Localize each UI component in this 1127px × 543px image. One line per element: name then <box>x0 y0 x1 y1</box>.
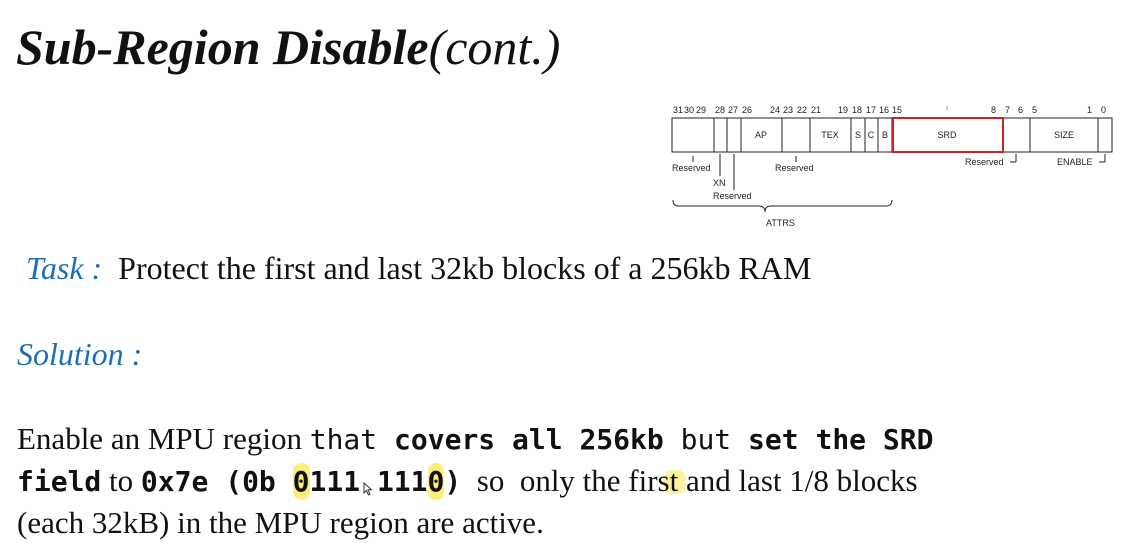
field-b: B <box>882 130 888 140</box>
field-ap: AP <box>755 130 767 140</box>
label-reserved-mid: Reserved <box>775 163 814 173</box>
solution-paragraph: Enable an MPU region that covers all 256… <box>17 418 1117 543</box>
bit-15: 15 <box>892 105 902 115</box>
mpu-rasr-register-diagram: 31 30 29 28 27 26 24 23 22 21 19 18 17 1… <box>660 98 1120 233</box>
task-label: Task : <box>26 250 103 286</box>
bit-0: 0 <box>1101 105 1106 115</box>
solution-label: Solution : <box>17 336 143 372</box>
bit-6: 6 <box>1018 105 1023 115</box>
bit-28: 28 <box>715 105 725 115</box>
field-srd: SRD <box>937 130 957 140</box>
field-size: SIZE <box>1054 130 1074 140</box>
bit-16: 16 <box>879 105 889 115</box>
bit-27: 27 <box>728 105 738 115</box>
bit-1: 1 <box>1087 105 1092 115</box>
text-segment: Enable an MPU region <box>17 421 310 456</box>
label-enable: ENABLE <box>1057 157 1093 167</box>
text-segment: covers all 256kb <box>394 423 664 456</box>
bit-26: 26 <box>742 105 752 115</box>
highlighted-bit: 0 <box>292 463 310 500</box>
task-text: Protect the first and last 32kb blocks o… <box>118 250 812 286</box>
bit-18: 18 <box>852 105 862 115</box>
field-s: S <box>855 130 861 140</box>
title-main: Sub-Region Disable <box>16 19 429 75</box>
paragraph-line-1: Enable an MPU region that covers all 256… <box>17 418 1117 460</box>
page-title: Sub-Region Disable(cont.) <box>16 18 560 76</box>
text-segment: 0x7e <box>140 465 209 498</box>
bit-7: 7 <box>1005 105 1010 115</box>
text-segment: ( <box>208 465 243 498</box>
label-reserved-left: Reserved <box>672 163 711 173</box>
bit-31: 31 <box>673 105 683 115</box>
bit-22: 22 <box>797 105 807 115</box>
bit-5: 5 <box>1032 105 1037 115</box>
bit-8: 8 <box>991 105 996 115</box>
task-line: Task : Protect the first and last 32kb b… <box>26 250 811 287</box>
yellow-highlight-mark <box>664 470 686 494</box>
bit-21: 21 <box>811 105 821 115</box>
label-reserved-right: Reserved <box>965 157 1004 167</box>
field-tex: TEX <box>821 130 839 140</box>
bit-30: 30 <box>684 105 694 115</box>
label-xn: XN <box>713 178 726 188</box>
text-segment: set the SRD <box>748 423 934 456</box>
text-segment: that <box>309 423 395 456</box>
bit-19: 19 <box>838 105 848 115</box>
paragraph-line-3: (each 32kB) in the MPU region are active… <box>17 505 544 540</box>
label-attrs: ATTRS <box>766 218 795 228</box>
label-reserved-xn: Reserved <box>713 191 752 201</box>
title-suffix: (cont.) <box>428 19 561 75</box>
mouse-cursor-icon <box>363 482 373 496</box>
highlighted-bit: 0 <box>427 463 445 500</box>
paragraph-line-2: field to 0x7e (0b 0111 1110) so only the… <box>17 460 1117 502</box>
field-c: C <box>868 130 875 140</box>
text-segment: field <box>17 465 102 498</box>
text-segment: ) <box>444 465 462 498</box>
text-segment: but <box>663 423 749 456</box>
srd-field-highlight <box>892 117 1004 153</box>
text-segment: 0b <box>242 465 293 498</box>
text-segment: to <box>101 463 141 498</box>
text-segment: so only the first and last 1/8 blocks <box>461 463 918 498</box>
bit-17: 17 <box>866 105 876 115</box>
bit-24: 24 <box>770 105 780 115</box>
bit-23: 23 <box>783 105 793 115</box>
bit-29: 29 <box>696 105 706 115</box>
